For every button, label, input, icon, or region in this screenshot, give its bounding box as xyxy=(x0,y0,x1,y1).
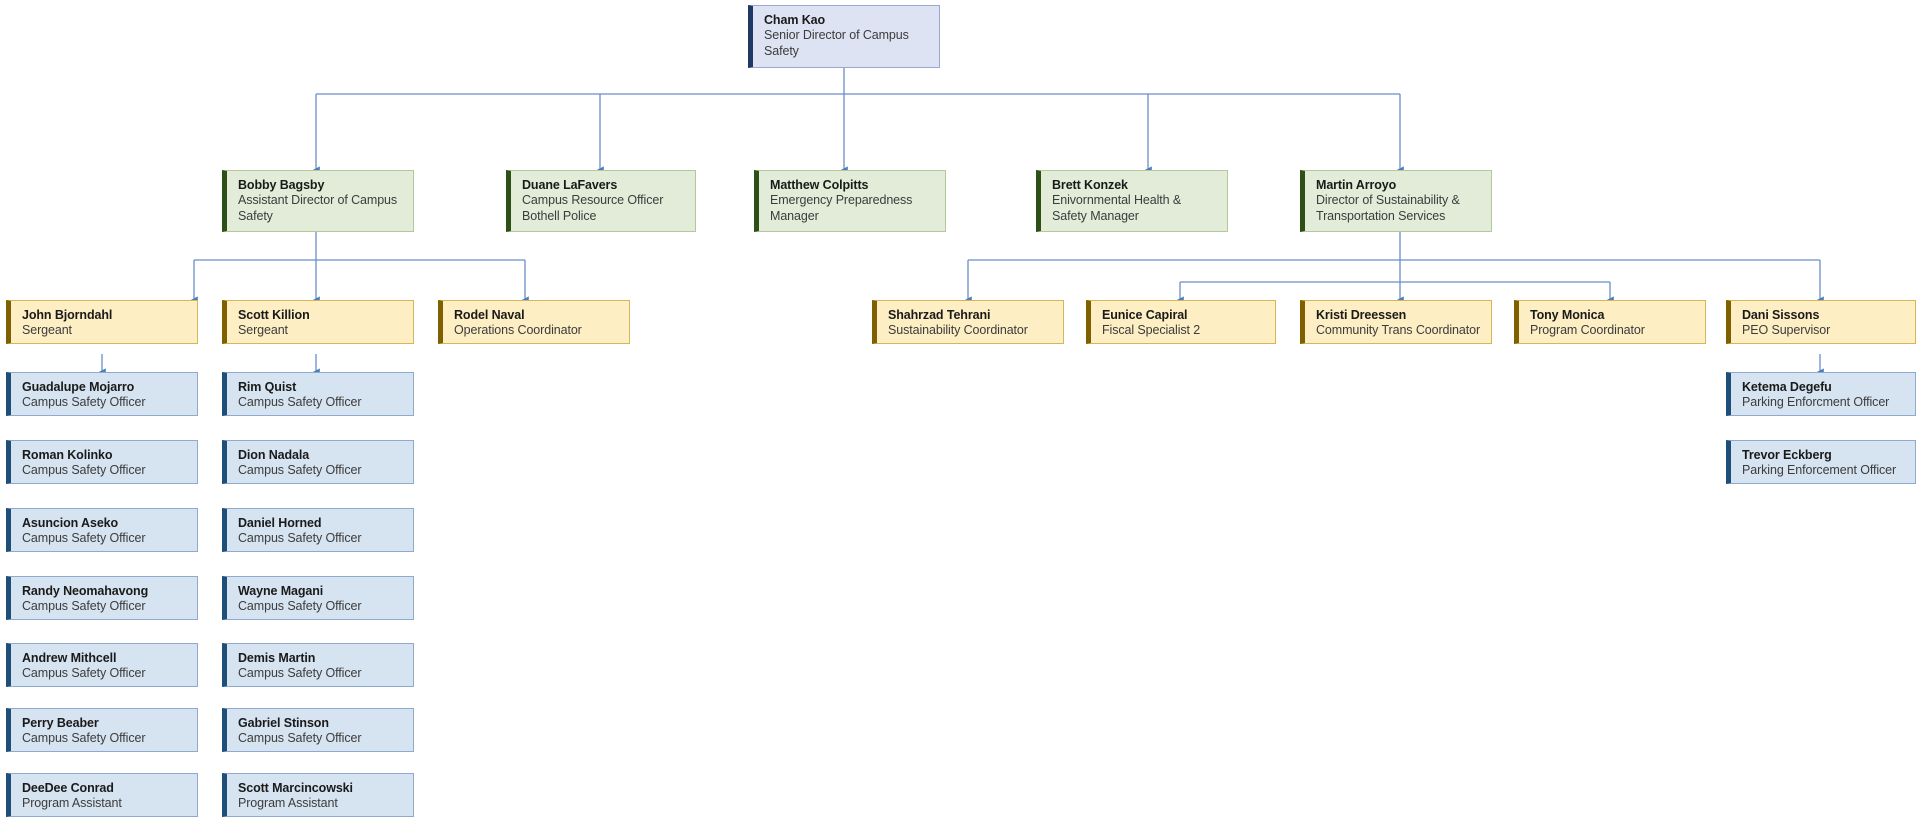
node-andrew-mithcell[interactable]: Andrew Mithcell Campus Safety Officer xyxy=(6,643,198,687)
node-name: Randy Neomahavong xyxy=(22,584,149,598)
node-name: Gabriel Stinson xyxy=(238,716,329,730)
node-title: Campus Safety Officer xyxy=(238,531,362,545)
node-name: Wayne Magani xyxy=(238,584,324,598)
node-guadalupe-mojarro[interactable]: Guadalupe Mojarro Campus Safety Officer xyxy=(6,372,198,416)
node-rodel-naval[interactable]: Rodel Naval Operations Coordinator xyxy=(438,300,630,344)
node-name: Rim Quist xyxy=(238,380,297,394)
node-title: Enivornmental Health & Safety Manager xyxy=(1052,193,1182,223)
node-title: Sergeant xyxy=(22,323,72,337)
node-demis-martin[interactable]: Demis Martin Campus Safety Officer xyxy=(222,643,414,687)
node-title: Community Trans Coordinator xyxy=(1316,323,1481,337)
node-duane-lafavers[interactable]: Duane LaFavers Campus Resource Officer B… xyxy=(506,170,696,232)
node-title: Director of Sustainability & Transportat… xyxy=(1316,193,1460,223)
node-roman-kolinko[interactable]: Roman Kolinko Campus Safety Officer xyxy=(6,440,198,484)
node-scott-marcincowski[interactable]: Scott Marcincowski Program Assistant xyxy=(222,773,414,817)
node-title: Campus Safety Officer xyxy=(22,531,146,545)
node-bobby-bagsby[interactable]: Bobby Bagsby Assistant Director of Campu… xyxy=(222,170,414,232)
node-ketema-degefu[interactable]: Ketema Degefu Parking Enforcment Officer xyxy=(1726,372,1916,416)
node-name: Tony Monica xyxy=(1530,308,1605,322)
node-name: Eunice Capiral xyxy=(1102,308,1188,322)
node-tony-monica[interactable]: Tony Monica Program Coordinator xyxy=(1514,300,1706,344)
node-name: Scott Killion xyxy=(238,308,310,322)
node-brett-konzek[interactable]: Brett Konzek Enivornmental Health & Safe… xyxy=(1036,170,1228,232)
node-dani-sissons[interactable]: Dani Sissons PEO Supervisor xyxy=(1726,300,1916,344)
node-matthew-colpitts[interactable]: Matthew Colpitts Emergency Preparedness … xyxy=(754,170,946,232)
node-title: Campus Resource Officer Bothell Police xyxy=(522,193,664,223)
node-name: Scott Marcincowski xyxy=(238,781,353,795)
node-title: Campus Safety Officer xyxy=(238,599,362,613)
node-name: Trevor Eckberg xyxy=(1742,448,1832,462)
node-cham-kao[interactable]: Cham Kao Senior Director of Campus Safet… xyxy=(748,5,940,68)
node-name: Kristi Dreessen xyxy=(1316,308,1407,322)
node-kristi-dreessen[interactable]: Kristi Dreessen Community Trans Coordina… xyxy=(1300,300,1492,344)
node-title: Fiscal Specialist 2 xyxy=(1102,323,1201,337)
node-title: Sergeant xyxy=(238,323,288,337)
node-name: Bobby Bagsby xyxy=(238,178,325,192)
node-title: Operations Coordinator xyxy=(454,323,582,337)
node-scott-killion[interactable]: Scott Killion Sergeant xyxy=(222,300,414,344)
node-name: Ketema Degefu xyxy=(1742,380,1832,394)
node-trevor-eckberg[interactable]: Trevor Eckberg Parking Enforcement Offic… xyxy=(1726,440,1916,484)
node-gabriel-stinson[interactable]: Gabriel Stinson Campus Safety Officer xyxy=(222,708,414,752)
node-john-bjorndahl[interactable]: John Bjorndahl Sergeant xyxy=(6,300,198,344)
node-name: Brett Konzek xyxy=(1052,178,1128,192)
node-title: PEO Supervisor xyxy=(1742,323,1831,337)
node-deedee-conrad[interactable]: DeeDee Conrad Program Assistant xyxy=(6,773,198,817)
node-wayne-magani[interactable]: Wayne Magani Campus Safety Officer xyxy=(222,576,414,620)
node-name: Asuncion Aseko xyxy=(22,516,119,530)
node-title: Senior Director of Campus Safety xyxy=(764,28,909,58)
node-name: Shahrzad Tehrani xyxy=(888,308,991,322)
node-title: Program Coordinator xyxy=(1530,323,1645,337)
node-title: Program Assistant xyxy=(238,796,338,810)
node-perry-beaber[interactable]: Perry Beaber Campus Safety Officer xyxy=(6,708,198,752)
node-name: Martin Arroyo xyxy=(1316,178,1397,192)
node-name: Duane LaFavers xyxy=(522,178,618,192)
node-name: Rodel Naval xyxy=(454,308,525,322)
node-eunice-capiral[interactable]: Eunice Capiral Fiscal Specialist 2 xyxy=(1086,300,1276,344)
node-daniel-horned[interactable]: Daniel Horned Campus Safety Officer xyxy=(222,508,414,552)
node-title: Campus Safety Officer xyxy=(238,731,362,745)
node-randy-neomahavong[interactable]: Randy Neomahavong Campus Safety Officer xyxy=(6,576,198,620)
node-title: Emergency Preparedness Manager xyxy=(770,193,913,223)
node-title: Campus Safety Officer xyxy=(238,666,362,680)
node-title: Assistant Director of Campus Safety xyxy=(238,193,398,223)
node-title: Sustainability Coordinator xyxy=(888,323,1028,337)
node-name: Cham Kao xyxy=(764,13,826,27)
node-name: Dani Sissons xyxy=(1742,308,1820,322)
node-name: Dion Nadala xyxy=(238,448,310,462)
node-title: Campus Safety Officer xyxy=(238,463,362,477)
node-name: John Bjorndahl xyxy=(22,308,113,322)
node-name: Perry Beaber xyxy=(22,716,99,730)
node-shahrzad-tehrani[interactable]: Shahrzad Tehrani Sustainability Coordina… xyxy=(872,300,1064,344)
node-rim-quist[interactable]: Rim Quist Campus Safety Officer xyxy=(222,372,414,416)
node-name: DeeDee Conrad xyxy=(22,781,114,795)
node-title: Campus Safety Officer xyxy=(22,731,146,745)
node-title: Campus Safety Officer xyxy=(22,463,146,477)
node-dion-nadala[interactable]: Dion Nadala Campus Safety Officer xyxy=(222,440,414,484)
node-name: Demis Martin xyxy=(238,651,316,665)
node-title: Campus Safety Officer xyxy=(22,666,146,680)
node-name: Roman Kolinko xyxy=(22,448,113,462)
node-name: Daniel Horned xyxy=(238,516,322,530)
node-martin-arroyo[interactable]: Martin Arroyo Director of Sustainability… xyxy=(1300,170,1492,232)
node-name: Andrew Mithcell xyxy=(22,651,117,665)
node-title: Campus Safety Officer xyxy=(22,599,146,613)
node-title: Campus Safety Officer xyxy=(22,395,146,409)
node-name: Matthew Colpitts xyxy=(770,178,869,192)
node-title: Parking Enforcment Officer xyxy=(1742,395,1890,409)
node-name: Guadalupe Mojarro xyxy=(22,380,135,394)
node-title: Parking Enforcement Officer xyxy=(1742,463,1897,477)
node-title: Program Assistant xyxy=(22,796,122,810)
node-title: Campus Safety Officer xyxy=(238,395,362,409)
node-asuncion-aseko[interactable]: Asuncion Aseko Campus Safety Officer xyxy=(6,508,198,552)
